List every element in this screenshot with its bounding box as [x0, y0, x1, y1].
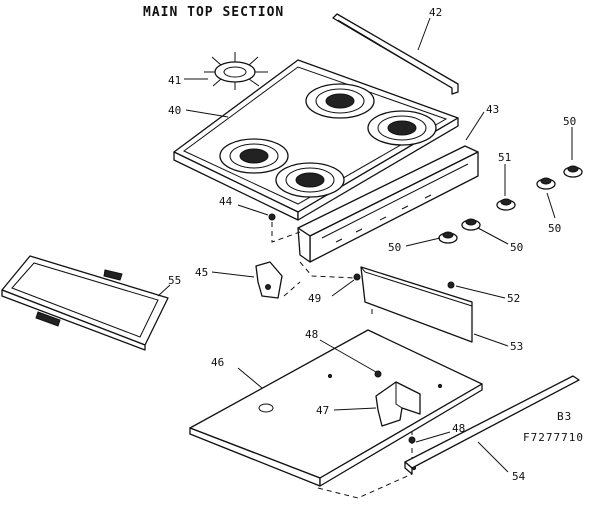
part-53-shield-panel [360, 266, 473, 343]
part-55-tray [1, 255, 169, 351]
label-part-50-middle: 50 [510, 241, 523, 254]
label-part-45: 45 [195, 266, 208, 279]
part-47-bracket [375, 381, 421, 427]
burner-back-left [305, 83, 375, 119]
part-40-cooktop [173, 59, 459, 221]
label-part-41: 41 [168, 74, 181, 87]
label-part-47: 47 [316, 404, 329, 417]
part-50-knob-3 [536, 177, 556, 190]
label-part-50-right: 50 [548, 222, 561, 235]
part-52-screw [447, 281, 455, 289]
part-50-knob-1 [438, 231, 458, 244]
label-part-48-upper: 48 [305, 328, 318, 341]
part-50-knob-4 [563, 165, 583, 178]
burner-front-left [219, 138, 289, 174]
part-43-front-panel [297, 145, 479, 263]
part-42-trim-strip [332, 13, 459, 95]
part-46-bottom-tray [189, 329, 483, 487]
part-54-strip [404, 375, 580, 475]
label-part-54: 54 [512, 470, 526, 483]
drawing-code: B3 [557, 410, 572, 423]
label-part-55: 55 [168, 274, 181, 287]
part-49-screw [353, 273, 361, 281]
label-part-52: 52 [507, 292, 520, 305]
part-48-screw-upper [374, 370, 382, 378]
label-part-53: 53 [510, 340, 523, 353]
label-part-49: 49 [308, 292, 321, 305]
label-part-51: 51 [498, 151, 511, 164]
label-part-48-lower: 48 [452, 422, 465, 435]
part-41-burner-grate [204, 52, 268, 90]
part-45-bracket [255, 261, 283, 299]
leader-lines [157, 17, 573, 473]
label-part-50-left: 50 [388, 241, 401, 254]
model-code: F7277710 [523, 431, 584, 444]
part-51-knob [496, 198, 516, 211]
part-50-knob-2 [461, 218, 481, 231]
burner-back-right [367, 110, 437, 146]
label-part-46: 46 [211, 356, 224, 369]
label-part-44: 44 [219, 195, 233, 208]
part-44-screw [268, 213, 276, 221]
label-part-42: 42 [429, 6, 442, 19]
part-48-screw-lower [408, 436, 416, 444]
label-part-50-top: 50 [563, 115, 576, 128]
label-part-40: 40 [168, 104, 181, 117]
burner-front-right [275, 162, 345, 198]
label-part-43: 43 [486, 103, 499, 116]
diagram-title: MAIN TOP SECTION [143, 5, 284, 20]
